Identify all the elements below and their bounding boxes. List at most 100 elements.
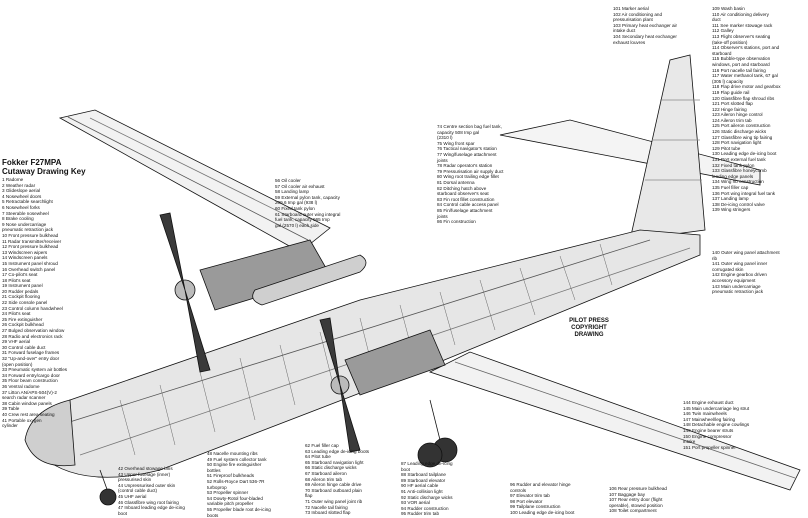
port-nacelle [344,329,446,396]
key-item: 62 Fuel filler cap [305,443,339,448]
key-item: 35 Floor beam construction [2,378,58,384]
key-item: 125 Port aileron construction [712,123,771,129]
key-item: (305 l) capacity [712,78,744,84]
key-item: 70 Starboard outboard plain [305,487,362,493]
key-item: 90 HF aerial cable [401,483,439,489]
key-item: 143 Main undercarriage [712,283,761,289]
key-item: 130 Leading edge de-icing boot [712,151,777,157]
key-list-centre: 74 Centre section bag fuel tank, capacit… [437,124,503,225]
key-item: 149 Engine bearer struts [683,427,734,433]
key-item: 89 Starboard elevator [401,477,446,483]
key-item: 56 Oil cooler [275,178,301,183]
key-item: 128 Port navigation light [712,140,762,146]
key-item: 95 Rudder trim tab [401,511,440,517]
key-item: search radar scanner [2,395,46,401]
key-item: 144 Engine exhaust duct [683,400,734,405]
key-item: 37 Litton AN/APS-504(V)-2 [2,389,57,395]
key-item: joints [437,157,448,163]
key-item: 106 Rear pressure bulkhead [609,486,667,491]
key-item: 116 Port nacelle tail fairing [712,67,766,73]
key-item: 76 Tactical navigator's station [437,146,497,152]
key-item: rib [712,255,718,261]
key-item: 50 Engine fire extinguisher [207,462,262,468]
key-item: 145 Main undercarriage leg strut [683,405,750,411]
key-item: 24 Pilot's seat [2,311,31,317]
key-item: 32 "Up-and-over" entry door [2,356,60,361]
key-item: 147 Mainwheel/leg fairing [683,416,736,422]
key-item: 83 Fin root fillet construction [437,196,495,202]
key-item: 99 Tailplane construction [510,504,561,510]
key-item: 48 Nacelle mounting ribs [207,451,258,456]
key-item: 134 Wing rib construction [712,179,764,185]
key-item: 25 Fire extinguisher [2,316,43,322]
key-item: capacity 508 Imp gal [437,129,480,135]
key-item: 85 Fin/fuselage attachment [437,207,493,213]
key-item: leading edge panels [712,173,754,179]
key-item: 107 Baggage bay [609,491,646,497]
key-item: 19 Instrument panel [2,283,43,289]
key-item: 139 Wing stringers [712,207,751,213]
key-item: 77 Wing/fuselage attachment [437,151,497,157]
port-propeller [319,317,361,453]
key-item: 28 Radio and electronics rack [2,333,63,339]
key-item: 97 Elevator trim tab [510,493,550,499]
key-item: 42 Overhead stowage bins [118,466,173,471]
key-item: gal (2570 l) each side [275,222,319,228]
key-item: 137 Landing lamp [712,196,749,202]
key-item: 69 Aileron hinge cable drive [305,482,362,488]
key-item: starboard observer's seat [437,191,489,197]
key-item: 22 Side console panel [2,300,48,306]
key-item: 93 VOR aerial [401,500,430,506]
key-item: 88 Starboard tailplane [401,472,446,478]
drawing-title: Fokker F27MPA Cutaway Drawing Key [2,158,86,176]
key-item: 150 Engine compressor [683,433,732,439]
key-item: 115 Bubble-type observation [712,56,771,62]
starboard-propeller [159,212,211,373]
key-item: 16 Overhead switch panel [2,266,56,272]
key-item: 104 Secondary heat exchanger [613,33,677,39]
key-item: cylinder [2,423,18,429]
key-item: 114 Observer's stations, port and [712,45,780,51]
key-item: 5 Retractable searchlight [2,199,53,205]
key-item: 34 Forward entry/cargo door [2,372,60,378]
key-item: 133 Glassfibre honeycomb [712,168,767,174]
key-item: 71 Outer wing panel joint rib [305,498,363,504]
copyright-watermark: PILOT PRESS COPYRIGHT DRAWING [569,318,609,338]
key-item: 61 Starboard outer wing integral [275,211,341,217]
key-item: 8 Brake cooling [2,216,34,222]
key-item: pressurised skin [118,477,152,483]
key-item: 140 Outer wing panel attachment [712,250,780,255]
key-item: 53 Propeller spinner [207,490,249,496]
key-item: 64 Pitot tube [305,454,331,460]
main-undercarriage [417,399,458,468]
key-item: 111 See marker stowage rack [712,22,773,28]
key-item: pneumatic retraction jack [2,227,54,233]
key-item: 122 Hinge fairing [712,106,747,112]
key-item: 138 De-icing control valve [712,201,765,207]
key-item: 20 Rudder pedals [2,288,39,294]
key-item: 10 Front pressure bulkhead [2,232,59,238]
key-item: flap [305,493,313,499]
key-item: 67 Starboard aileron [305,470,347,476]
key-item: 110 Air conditioning delivery [712,11,769,17]
key-item: 109 Wash basin [712,6,745,11]
key-item: 120 Glassfibre flap shroud ribs [712,95,775,101]
key-item: 30 Control cable duct [2,344,46,350]
key-item: boot [401,466,410,472]
key-item: 112 Galley [712,28,734,34]
title-text: Fokker F27MPA [2,158,62,167]
key-item: 151 Port propeller spinner [683,444,736,450]
key-item: 107 Rear entry door (flight [609,497,663,503]
key-item: 100 Leading edge de-icing boot [510,509,575,515]
key-item: pressurisation plant [613,17,653,23]
key-item: 66 Static discharge wicks [305,465,357,471]
key-item: 135 Fuel filler cap [712,185,749,190]
key-item: 79 Pressurisation air supply duct [437,168,504,174]
key-item: bottles [207,467,221,473]
key-item: 103 Primary heat exchanger air [613,22,678,28]
